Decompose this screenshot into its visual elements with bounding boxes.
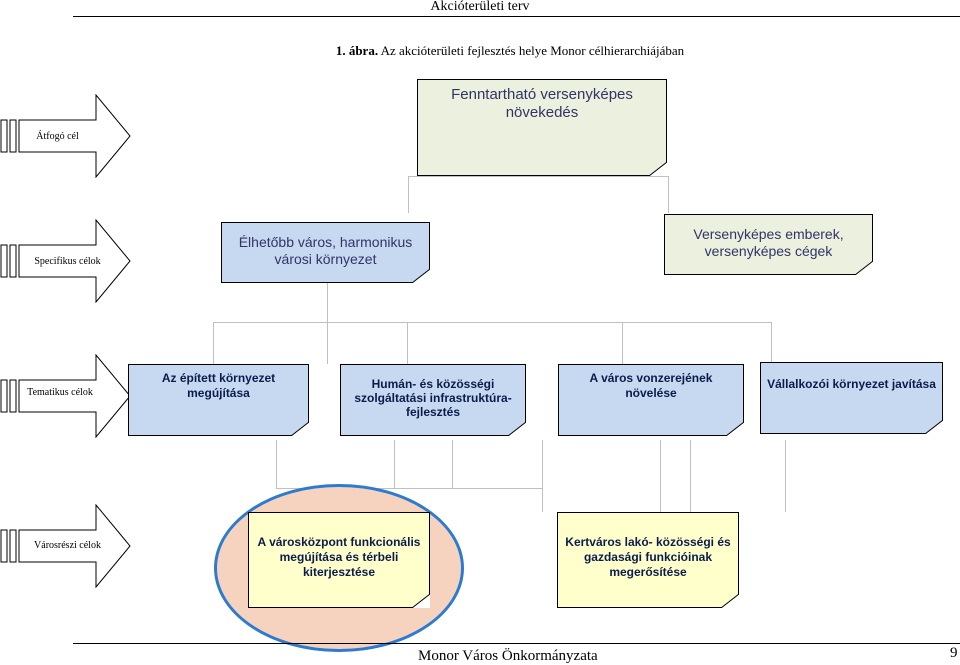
figure-caption-text: Az akcióterületi fejlesztés helye Monor … <box>378 43 685 58</box>
goal-box-thematic-4: Vállalkozói környezet javítása <box>760 362 946 437</box>
connector <box>327 282 328 364</box>
goal-box-specific-1: Élhetőbb város, harmonikus városi környe… <box>221 222 433 286</box>
connector <box>408 176 668 177</box>
goal-text-district-1: A városközpont funkcionális megújítása é… <box>257 535 421 579</box>
page-curl-icon <box>726 422 744 436</box>
footer-rule <box>73 643 960 644</box>
goal-box-district-2: Kertváros lakó- közösségi és gazdasági f… <box>557 512 742 611</box>
goal-box-district-1: A városközpont funkcionális megújítása é… <box>248 512 433 611</box>
goal-box-thematic-2: Humán- és közösségi szolgáltatási infras… <box>340 364 529 439</box>
connector <box>771 322 772 364</box>
connector <box>276 440 277 488</box>
goal-box-thematic-1: Az épített környezet megújítása <box>128 364 312 439</box>
page-curl-icon <box>508 422 526 436</box>
goal-text-district-2: Kertváros lakó- közösségi és gazdasági f… <box>565 535 731 579</box>
page-curl-icon <box>721 594 739 608</box>
goal-text-thematic-2: Humán- és közösségi szolgáltatási infras… <box>354 377 512 419</box>
connector <box>785 440 786 512</box>
page-curl-icon <box>925 420 943 434</box>
goal-text-thematic-1: Az épített környezet megújítása <box>161 371 276 400</box>
page-number: 9 <box>950 645 958 661</box>
goal-text-overall: Fenntartható versenyképes növekedés <box>451 86 633 121</box>
header-title: Akcióterületi terv <box>430 0 530 14</box>
goal-text-thematic-4: Vállalkozói környezet javítása <box>767 376 936 391</box>
connector <box>542 440 543 512</box>
connector <box>622 322 623 364</box>
goal-box-specific-2: Versenyképes emberek, versenyképes cégek <box>664 214 876 278</box>
level-label-district: Városrészi célok <box>34 540 101 551</box>
header-rule <box>73 16 960 17</box>
figure-caption: 1. ábra. Az akcióterületi fejlesztés hel… <box>0 43 960 59</box>
connector <box>408 176 409 213</box>
goal-text-thematic-3: A város vonzerejének növelése <box>589 371 713 400</box>
level-arrow-thematic <box>0 354 131 438</box>
connector <box>660 440 661 512</box>
footer-text: Monor Város Önkormányzata <box>418 648 598 664</box>
goal-text-specific-2: Versenyképes emberek, versenyképes cégek <box>693 225 844 259</box>
level-label-overall: Átfogó cél <box>36 131 79 142</box>
level-arrow-specific <box>0 219 131 303</box>
connector <box>668 176 669 213</box>
page-curl-icon <box>291 422 309 436</box>
page-curl-icon <box>855 261 873 275</box>
connector <box>452 440 453 488</box>
level-arrow-district <box>0 504 131 588</box>
connector <box>213 322 771 323</box>
page-curl-icon <box>412 269 430 283</box>
connector <box>690 440 691 512</box>
goal-box-overall: Fenntartható versenyképes növekedés <box>417 79 670 179</box>
page-curl-icon <box>412 594 430 608</box>
connector <box>407 322 408 364</box>
goal-box-thematic-3: A város vonzerejének növelése <box>558 364 747 439</box>
connector <box>394 440 395 488</box>
connector <box>276 488 542 489</box>
connector <box>213 322 214 364</box>
level-label-thematic: Tematikus célok <box>27 387 93 398</box>
page-curl-icon <box>649 162 667 176</box>
level-label-specific: Specifikus célok <box>34 256 101 267</box>
level-arrow-overall <box>0 94 131 178</box>
figure-number: 1. ábra. <box>335 43 379 58</box>
goal-text-specific-1: Élhetőbb város, harmonikus városi környe… <box>238 233 413 267</box>
